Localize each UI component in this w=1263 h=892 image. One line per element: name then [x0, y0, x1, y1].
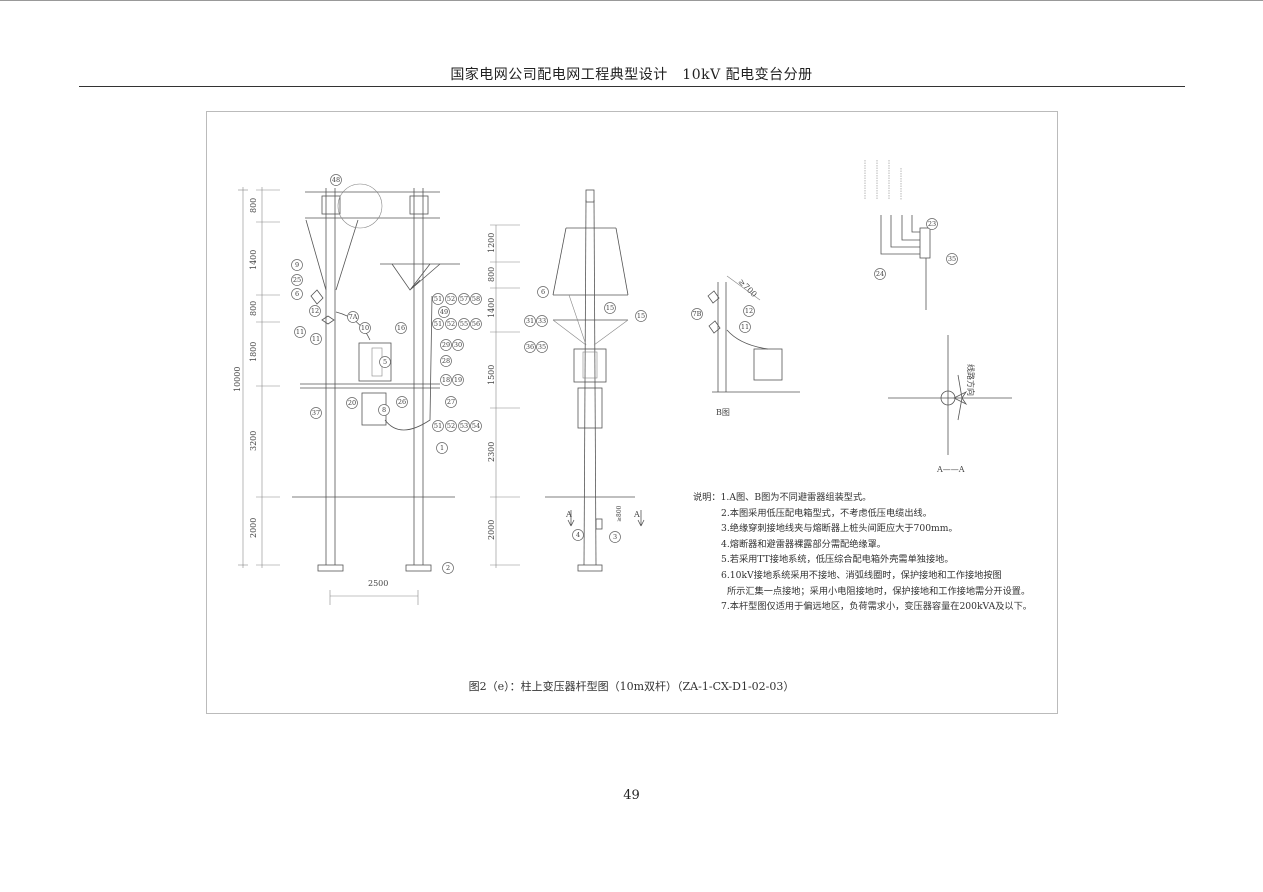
note-item: 说明：1.A图、B图为不同避雷器组装型式。 [693, 492, 872, 503]
header-rule [79, 86, 1185, 87]
left-dimension-chain: 800 1400 800 1800 3200 2000 10000 [233, 187, 280, 568]
callout: 51 [434, 320, 442, 328]
note-item: 所示汇集一点接地；采用小电阻接地时，保护接地和工作接地需分开设置。 [727, 585, 1031, 597]
page-header: 国家电网公司配电网工程典型设计 10kV 配电变台分册 [450, 67, 813, 83]
callout: 11 [741, 323, 749, 331]
mid-dimension-chain: 1200 800 1400 1500 2300 2000 [487, 224, 520, 568]
notes-label: 说明： [693, 492, 721, 503]
dim-700: ≥700 [737, 277, 759, 299]
callout: 25 [293, 276, 301, 284]
note-item: 3.绝缘穿刺接地线夹与熔断器上桩头间距应大于700mm。 [721, 523, 958, 535]
callout: 48 [332, 176, 340, 184]
callout: 56 [472, 320, 480, 328]
callout: 36 [526, 343, 534, 351]
callout: 26 [398, 398, 406, 406]
b-view: ≥700 B图 [707, 275, 800, 417]
callout: 15 [637, 312, 645, 320]
callout: 19 [454, 376, 462, 384]
callout: 31 [526, 317, 534, 325]
callout: 24 [876, 270, 884, 278]
b-view-label: B图 [716, 408, 730, 417]
dim-label: 1400 [249, 250, 258, 270]
page-top-border [0, 0, 1263, 1]
dim-label: 3200 [249, 431, 258, 451]
callout: 2 [446, 564, 450, 572]
dim-label: 1500 [487, 365, 496, 385]
dim-label: 2000 [249, 518, 258, 538]
dim-label: 2300 [487, 442, 496, 462]
callout: 54 [472, 422, 480, 430]
callout: 4 [576, 531, 580, 539]
callout: 7A [349, 313, 358, 321]
dim-span: 2500 [368, 579, 388, 588]
note-item: 4.熔断器和避雷器裸露部分需配绝缘罩。 [721, 538, 886, 550]
callout: 52 [447, 422, 455, 430]
drawing-notes: 说明：1.A图、B图为不同避雷器组装型式。 2.本图采用低压配电箱型式，不考虑低… [693, 490, 1032, 615]
line-direction-label: 线路方向 [966, 364, 976, 396]
dim-label: 1200 [487, 233, 496, 253]
dim-total: 10000 [233, 367, 242, 392]
callout: 20 [348, 399, 356, 407]
callout: 6 [295, 290, 299, 298]
callout: 12 [745, 307, 753, 315]
callout: 16 [397, 324, 405, 332]
dim-depth: ≥800 [616, 505, 623, 522]
section-mark-a: A [633, 510, 640, 519]
side-view: A A ≥800 [545, 189, 645, 572]
callout: 12 [311, 307, 319, 315]
callout: 29 [442, 341, 450, 349]
callout: 3 [613, 533, 617, 541]
callout: 1 [440, 444, 444, 452]
callout: 11 [312, 335, 320, 343]
callout: 7B [693, 310, 702, 318]
callouts-mid: 6 15 15 31 33 36 35 4 3 [524, 286, 647, 543]
note-item: 2.本图采用低压配电箱型式，不考虑低压电缆出线。 [721, 507, 932, 519]
callout: 28 [442, 357, 450, 365]
callout: 5 [383, 358, 387, 366]
callout: 15 [606, 304, 614, 312]
callout: 23 [928, 220, 936, 228]
callouts-b: 7B 12 11 [691, 305, 755, 333]
drawing-frame [206, 111, 1058, 714]
section-mark-a: A [565, 510, 572, 519]
callout: 30 [454, 341, 462, 349]
callout: 33 [538, 317, 546, 325]
note-item: 5.若采用TT接地系统，低压综合配电箱外壳需单独接地。 [721, 554, 954, 566]
callouts-left: 48 9 25 6 12 7A 11 11 10 16 5 51 52 57 5… [291, 174, 482, 574]
dim-label: 800 [249, 301, 258, 316]
callout: 8 [382, 406, 386, 414]
section-a-a: 线路方向 A——A [888, 335, 1012, 474]
dim-label: 1800 [249, 342, 258, 362]
callout: 35 [948, 255, 956, 263]
dim-label: 2000 [487, 520, 496, 540]
dim-label: 800 [249, 198, 258, 213]
callout: 51 [434, 295, 442, 303]
section-a-a-label: A——A [936, 465, 965, 474]
callout: 52 [447, 295, 455, 303]
figure-caption: 图2（e）：柱上变压器杆型图（10m双杆）（ZA-1-CX-D1-02-03） [468, 680, 795, 693]
callouts-right: 23 35 24 [874, 218, 958, 280]
note-item: 6.10kV接地系统采用不接地、消弧线圈时，保护接地和工作接地按图 [721, 569, 1002, 581]
callout: 55 [460, 320, 468, 328]
callout: 57 [460, 295, 468, 303]
callout: 11 [296, 328, 304, 336]
callout: 37 [312, 409, 320, 417]
front-view: 2500 [292, 183, 460, 605]
callout: 10 [361, 324, 369, 332]
note-item: 7.本杆型图仅适用于偏远地区，负荷需求小，变压器容量在200kVA及以下。 [721, 601, 1032, 613]
callout: 27 [447, 398, 455, 406]
callout: 35 [538, 343, 546, 351]
callout: 53 [460, 422, 468, 430]
grounding-wiring-detail [864, 160, 931, 310]
dim-label: 800 [487, 267, 496, 282]
callout: 52 [447, 320, 455, 328]
callout: 51 [434, 422, 442, 430]
callout: 6 [541, 288, 545, 296]
callout: 9 [295, 261, 299, 269]
callout: 18 [442, 376, 450, 384]
page-number: 49 [623, 788, 640, 803]
callout: 58 [472, 295, 480, 303]
dim-label: 1400 [487, 298, 496, 318]
callout: 49 [440, 308, 448, 316]
